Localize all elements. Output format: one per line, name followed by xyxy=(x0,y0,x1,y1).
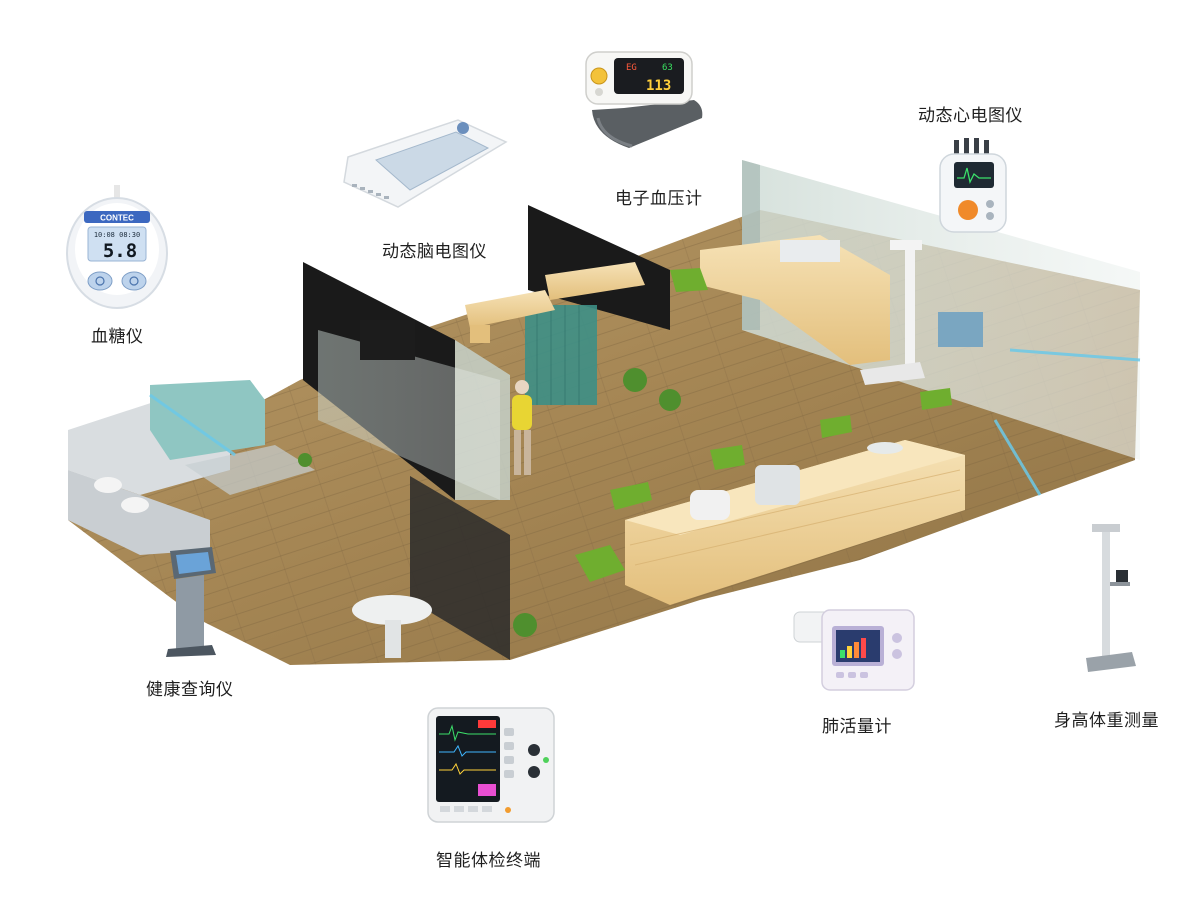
coffee-table xyxy=(185,445,315,495)
height-weight-scale-icon[interactable] xyxy=(1082,522,1140,674)
label-multi-monitor: 智能体检终端 xyxy=(436,851,541,871)
wash-basin xyxy=(352,595,432,658)
bp-reading-mid: 63 xyxy=(662,63,673,73)
label-ecg-holter: 动态心电图仪 xyxy=(918,106,1023,126)
room-monitor xyxy=(938,312,983,347)
person-figure xyxy=(512,380,532,475)
reception-counter xyxy=(625,440,965,605)
health-kiosk-icon[interactable] xyxy=(160,545,220,657)
sensor-beams xyxy=(149,348,1141,496)
label-spirometer: 肺活量计 xyxy=(822,717,892,737)
label-height-weight: 身高体重测量 xyxy=(1054,711,1159,731)
glucose-meter-icon[interactable]: CONTEC 10:08 08:30 5.8 xyxy=(62,185,172,310)
multi-parameter-monitor-icon[interactable] xyxy=(424,704,558,826)
ecg-holter-icon[interactable] xyxy=(934,138,1012,236)
curtain xyxy=(525,305,597,405)
label-glucose-meter: 血糖仪 xyxy=(91,327,144,347)
bp-reading-top: EG xyxy=(626,63,637,73)
eeg-device-icon[interactable] xyxy=(338,112,510,212)
back-desks xyxy=(465,235,890,365)
blood-pressure-monitor-icon[interactable]: EG 63 113 xyxy=(584,48,706,156)
label-health-kiosk: 健康查询仪 xyxy=(146,680,234,700)
glucose-brand: CONTEC xyxy=(100,214,134,223)
room-height-scale xyxy=(860,240,925,385)
bp-reading-bottom: 113 xyxy=(646,78,671,94)
plants xyxy=(298,368,681,637)
green-chairs xyxy=(575,268,952,582)
glucose-screen-top: 10:08 08:30 xyxy=(94,231,140,239)
glucose-reading: 5.8 xyxy=(103,240,137,262)
label-blood-pressure: 电子血压计 xyxy=(615,189,703,209)
wall-tv xyxy=(360,320,415,360)
spirometer-icon[interactable] xyxy=(792,608,918,694)
label-eeg: 动态脑电图仪 xyxy=(382,242,487,262)
